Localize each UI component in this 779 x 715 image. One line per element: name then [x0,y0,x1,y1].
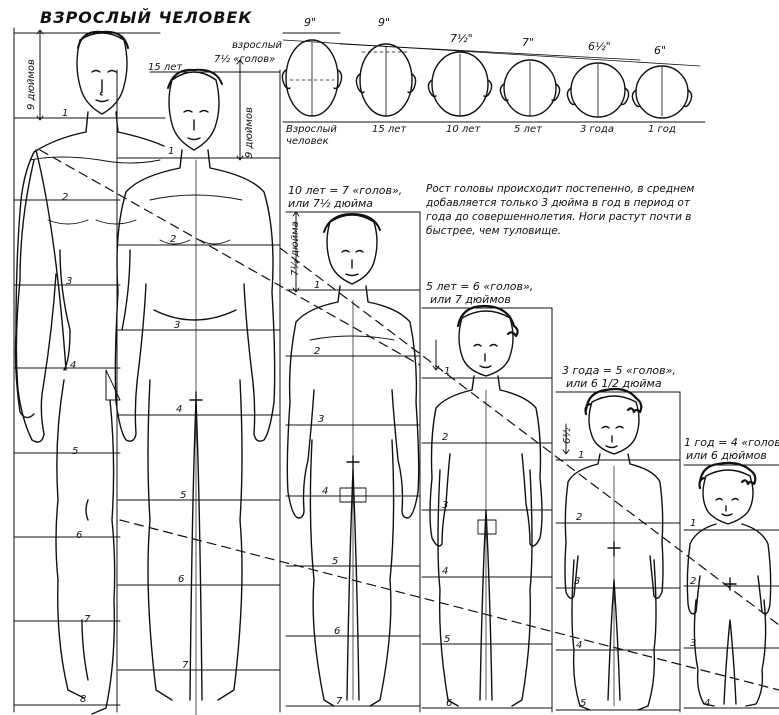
one-title-2: или 6 дюймов [686,449,767,462]
growth-note-line-3: года до совершеннолетия. Ноги растут поч… [426,210,691,224]
five-head-3: 3 [442,500,448,511]
head-size-1: 6" [654,44,666,57]
ten-year-figure [287,214,418,706]
teen-head-7: 7 [182,660,188,671]
growth-note-line-4: быстрее, чем туловище. [426,224,561,238]
teen-head-6: 6 [178,574,184,585]
teen-head-4: 4 [176,404,182,415]
head-size-10: 7½" [450,32,473,45]
one-head-1: 1 [690,518,696,529]
teen-head-2: 2 [170,234,176,245]
head-caption-15: 15 лет [372,124,406,135]
three-title-2: или 6 1/2 дюйма [566,377,662,390]
five-head-1: 1 [444,366,450,377]
adult-head-2: 2 [62,192,68,203]
one-head-4: 4 [704,698,710,709]
ten-head-3: 3 [318,414,324,425]
ten-head-5: 5 [332,556,338,567]
ten-head-6: 6 [334,626,340,637]
head-caption-10: 10 лет [446,124,480,135]
ten-head-1: 1 [314,280,320,291]
growth-dashed-line [40,150,779,690]
growth-note-line-2: добавляется только 3 дюйма в год в перио… [426,196,690,210]
one-title-1: 1 год = 4 «голов» [684,436,779,449]
head-caption-adult: Взрослый человек [286,124,337,148]
head-size-adult: 9" [304,16,316,29]
three-head-3: 3 [574,576,580,587]
three-head-1: 1 [578,450,584,461]
three-title-1: 3 года = 5 «голов», [562,364,676,377]
ten-title-1: 10 лет = 7 «голов», [288,184,402,197]
five-title-2: или 7 дюймов [430,293,511,306]
three-head-5: 5 [580,698,586,709]
teen-head-3: 3 [174,320,180,331]
three-side-label: 6½ [562,428,573,444]
five-head-4: 4 [442,566,448,577]
adult-head-1: 1 [62,108,68,119]
head-size-3: 6½" [588,40,611,53]
adult-figure [16,32,165,714]
head-caption-5: 5 лет [514,124,542,135]
adult-head-4: 4 [70,360,76,371]
ten-title-2: или 7½ дюйма [288,197,373,210]
teen-head-5: 5 [180,490,186,501]
five-head-5: 5 [444,634,450,645]
one-head-2: 2 [690,576,696,587]
five-title-1: 5 лет = 6 «голов», [426,280,533,293]
ten-head-4: 4 [322,486,328,497]
five-head-6: 6 [446,698,452,709]
teen-age-label: 15 лет [148,62,182,73]
adult-inches-label: 9 дюймов [26,59,37,110]
adult-head-7: 7 [84,614,90,625]
teen-figure [115,70,274,715]
teen-inches-label: 9 дюймов [244,107,255,158]
ten-head-7: 7 [336,696,342,707]
head-size-5: 7" [522,36,534,49]
head-caption-3: 3 года [580,124,614,135]
head-row [282,40,700,118]
teen-heads-label: 7½ «голов» [214,54,275,65]
adult-head-3: 3 [66,276,72,287]
teen-note-label: взрослый [232,40,282,51]
three-year-figure [565,389,663,710]
teen-head-1: 1 [168,146,174,157]
ten-side-label: 7½ дюйма [290,221,301,276]
adult-head-6: 6 [76,530,82,541]
one-year-figure [687,463,770,706]
head-caption-1: 1 год [648,124,676,135]
adult-head-8: 8 [80,694,86,705]
three-head-2: 2 [576,512,582,523]
one-head-3: 3 [690,638,696,649]
adult-head-5: 5 [72,446,78,457]
three-head-4: 4 [576,640,582,651]
ten-head-2: 2 [314,346,320,357]
growth-note-line-1: Рост головы происходит постепенно, в сре… [426,182,694,196]
five-head-2: 2 [442,432,448,443]
head-size-15: 9" [378,16,390,29]
